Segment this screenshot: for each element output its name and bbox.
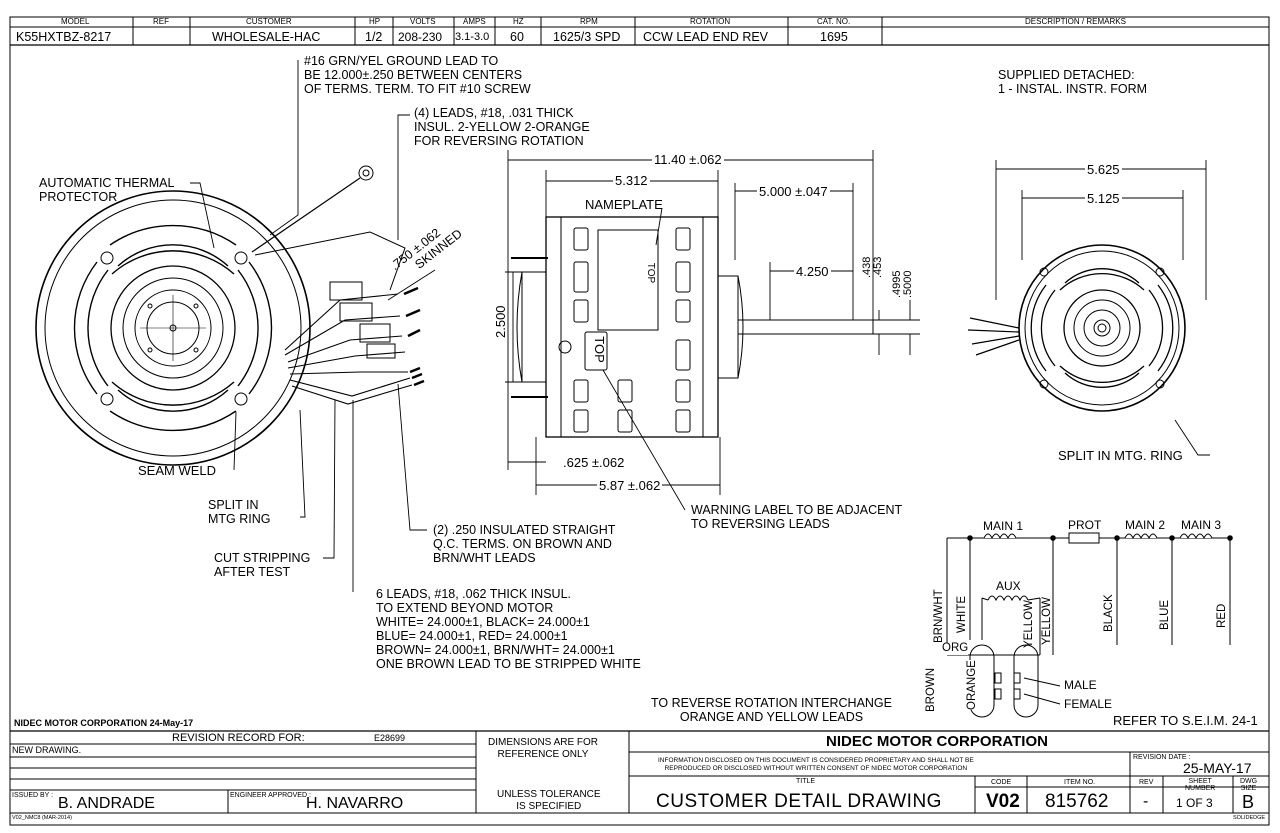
lead-brown: BROWN — [925, 667, 937, 712]
cat-no-value: 1695 — [820, 30, 848, 44]
col-model: MODEL — [61, 17, 90, 26]
code-label: CODE — [991, 779, 1012, 786]
dim-stud-length: .625 ±.062 — [563, 455, 625, 470]
seim-reference: REFER TO S.E.I.M. 24-1 — [1113, 713, 1258, 728]
lead-orange: ORANGE — [966, 660, 979, 710]
sheet-number-value: 1 OF 3 — [1176, 796, 1213, 810]
title-label: TITLE — [796, 778, 816, 785]
item-no-value: 815762 — [1045, 791, 1109, 812]
wiring-diagram — [946, 532, 1233, 718]
col-cat-no: CAT. NO. — [817, 17, 851, 26]
wiring-main2: MAIN 2 — [1125, 518, 1166, 532]
dim-body-length: 5.312 — [613, 173, 650, 188]
lead-org: ORG — [942, 642, 969, 655]
drawing-title: CUSTOMER DETAIL DRAWING — [656, 791, 942, 812]
lead-brn-wht: BRN/WHT — [933, 589, 945, 643]
form-number: V02_NMC8 (MAR-2014) — [12, 815, 72, 821]
code-value: V02 — [986, 791, 1020, 812]
rpm-value: 1625/3 SPD — [553, 30, 621, 44]
revision-date-label: REVISION DATE : — [1133, 754, 1191, 761]
company-date-stamp: NIDEC MOTOR CORPORATION 24-May-17 — [14, 718, 194, 728]
col-hp: HP — [369, 17, 381, 26]
engineer-label: ENGINEER APPROVED : — [230, 792, 311, 799]
amps-value: 3.1-3.0 — [455, 31, 490, 43]
rotation-value: CCW LEAD END REV — [643, 30, 769, 44]
revision-record-label: REVISION RECORD FOR: — [172, 732, 305, 744]
revision-date-value: 25-MAY-17 — [1183, 760, 1252, 776]
col-customer: CUSTOMER — [246, 17, 292, 26]
col-ref: REF — [153, 17, 169, 26]
nameplate-label: NAMEPLATE — [585, 197, 663, 212]
col-amps: AMPS — [463, 17, 486, 26]
dim-flat-width: .438.453 — [861, 256, 884, 278]
revision-entry: NEW DRAWING. — [12, 745, 82, 755]
rev-label: REV — [1139, 779, 1154, 786]
customer-value: WHOLESALE-HAC — [212, 30, 321, 44]
split-in-mtg-ring-right-label: SPLIT IN MTG. RING — [1058, 448, 1183, 463]
left-end-view — [35, 165, 425, 466]
rev-value: - — [1143, 793, 1149, 810]
model-value: K55HXTBZ-8217 — [16, 30, 112, 44]
sheet-border — [9, 16, 1270, 826]
wiring-main1: MAIN 1 — [983, 519, 1024, 533]
dim-outer-diameter: 5.625 — [1085, 162, 1122, 177]
proprietary-notice: INFORMATION DISCLOSED ON THIS DOCUMENT I… — [658, 757, 974, 772]
dim-shaft-diameter: .4995.5000 — [891, 270, 914, 298]
dim-shaft-extension: 5.000 ±.047 — [757, 184, 830, 199]
nameplate-top-label: TOP — [645, 262, 657, 284]
cad-source: SOLIDEDGE — [1233, 815, 1266, 821]
dim-mount-length: 5.87 ±.062 — [597, 478, 663, 493]
lead-black: BLACK — [1103, 594, 1115, 632]
dim-bolt-circle: 5.125 — [1085, 191, 1122, 206]
issued-by-label: ISSUED BY : — [12, 792, 54, 799]
col-rpm: RPM — [580, 17, 598, 26]
terminal-male: MALE — [1064, 678, 1097, 692]
col-rotation: ROTATION — [690, 17, 731, 26]
engineer-value: H. NAVARRO — [306, 795, 404, 812]
company-name: NIDEC MOTOR CORPORATION — [826, 733, 1048, 750]
hz-value: 60 — [510, 30, 524, 44]
lead-blue: BLUE — [1159, 599, 1171, 630]
right-end-view — [967, 160, 1210, 456]
six-leads-note: 6 LEADS, #18, .062 THICK INSUL.TO EXTEND… — [376, 587, 641, 671]
lead-yellow-2: YELLOW — [1041, 597, 1053, 645]
terminal-female: FEMALE — [1064, 697, 1113, 711]
col-description: DESCRIPTION / REMARKS — [1025, 17, 1126, 26]
wiring-prot: PROT — [1068, 518, 1102, 532]
dim-flat-length: 4.250 — [794, 264, 831, 279]
issued-by-value: B. ANDRADE — [58, 795, 155, 812]
dim-hub-diameter: 2.500 — [493, 303, 508, 340]
seam-weld-label: SEAM WELD — [138, 463, 217, 478]
drawing-size-value: B — [1242, 792, 1255, 812]
wiring-aux: AUX — [996, 579, 1021, 593]
note-leaders — [190, 60, 436, 592]
lead-red: RED — [1216, 603, 1228, 628]
wiring-main3: MAIN 3 — [1181, 518, 1222, 532]
volts-value: 208-230 — [398, 30, 443, 44]
supplied-detached-note: SUPPLIED DETACHED:1 - INSTAL. INSTR. FOR… — [998, 68, 1148, 96]
lead-white: WHITE — [956, 595, 968, 633]
dim-overall-length: 11.40 ±.062 — [652, 152, 724, 167]
revision-number: E28699 — [374, 733, 406, 743]
hp-value: 1/2 — [365, 30, 383, 44]
col-volts: VOLTS — [410, 17, 436, 26]
item-no-label: ITEM NO. — [1064, 779, 1096, 786]
lead-yellow-1: YELLOW — [1023, 600, 1035, 648]
col-hz: HZ — [513, 17, 524, 26]
warning-top-label: TOP — [591, 336, 607, 363]
